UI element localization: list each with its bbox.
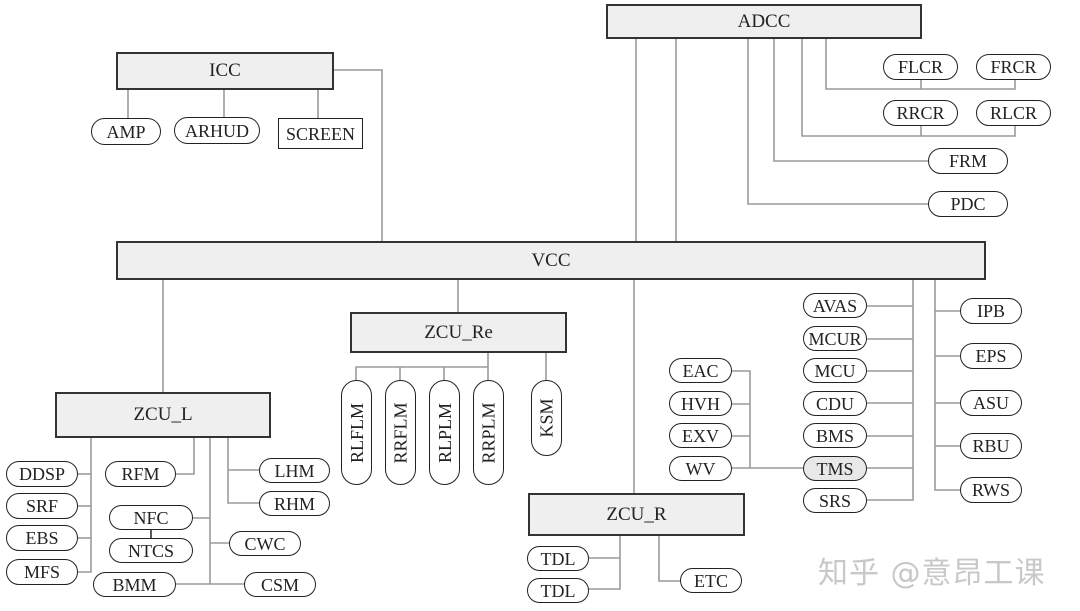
line-zcure-bus: [355, 353, 489, 380]
node-bms[interactable]: BMS: [803, 423, 867, 448]
zcu-l-controller[interactable]: ZCU_L: [55, 392, 271, 438]
node-screen[interactable]: SCREEN: [278, 118, 363, 149]
node-rlflm[interactable]: RLFLM: [341, 380, 372, 485]
line-adcc-rcr: [801, 38, 1016, 137]
node-nfc[interactable]: NFC: [109, 505, 193, 530]
node-rrplm[interactable]: RRPLM: [473, 380, 504, 485]
node-srs[interactable]: SRS: [803, 488, 867, 513]
rrplm-label: RRPLM: [478, 401, 499, 464]
node-rhm[interactable]: RHM: [259, 491, 330, 516]
node-hvh[interactable]: HVH: [669, 391, 732, 416]
line-zcur-etc: [658, 536, 680, 582]
zcu-l-label: ZCU_L: [133, 404, 193, 425]
node-tdl-2[interactable]: TDL: [527, 578, 589, 603]
node-mcur[interactable]: MCUR: [803, 326, 867, 351]
node-avas[interactable]: AVAS: [803, 293, 867, 318]
line-zculeft-rfm: [176, 437, 195, 475]
vcc-label: VCC: [531, 249, 571, 271]
node-ksm[interactable]: KSM: [531, 380, 562, 456]
vcc-controller[interactable]: VCC: [116, 241, 986, 280]
node-rws[interactable]: RWS: [960, 477, 1022, 503]
zcu-re-label: ZCU_Re: [424, 321, 493, 343]
node-rbu[interactable]: RBU: [960, 433, 1022, 459]
line-vcc-col2-bus: [934, 279, 960, 491]
node-rlcr[interactable]: RLCR: [976, 100, 1051, 126]
node-rlplm[interactable]: RLPLM: [429, 380, 460, 485]
line-thermal-tms: [732, 370, 803, 469]
icc-controller[interactable]: ICC: [116, 52, 334, 90]
node-bmm[interactable]: BMM: [93, 572, 176, 597]
ksm-label: KSM: [536, 398, 557, 438]
node-ddsp[interactable]: DDSP: [6, 461, 78, 487]
rrflm-label: RRFLM: [390, 401, 411, 464]
node-exv[interactable]: EXV: [669, 423, 732, 448]
node-frm[interactable]: FRM: [928, 148, 1008, 174]
line-zculeft-left-bus: [78, 437, 92, 573]
node-eps[interactable]: EPS: [960, 343, 1022, 369]
node-mcu[interactable]: MCU: [803, 358, 867, 383]
node-cwc[interactable]: CWC: [229, 531, 301, 556]
node-etc[interactable]: ETC: [680, 568, 742, 593]
node-ipb[interactable]: IPB: [960, 298, 1022, 324]
node-amp[interactable]: AMP: [91, 118, 161, 145]
adcc-label: ADCC: [737, 10, 791, 32]
node-ntcs[interactable]: NTCS: [109, 538, 193, 563]
line-icc-vcc: [334, 69, 383, 242]
rlplm-label: RLPLM: [434, 402, 455, 463]
watermark-text: 知乎 @意昂工课: [818, 556, 1046, 591]
node-rfm[interactable]: RFM: [105, 461, 176, 487]
line-zculeft-rhm: [227, 437, 260, 504]
node-rrcr[interactable]: RRCR: [883, 100, 958, 126]
node-tms[interactable]: TMS: [803, 456, 867, 481]
node-cdu[interactable]: CDU: [803, 391, 867, 416]
node-rrflm[interactable]: RRFLM: [385, 380, 416, 485]
rlflm-label: RLFLM: [346, 402, 367, 463]
node-asu[interactable]: ASU: [960, 390, 1022, 416]
node-tdl-1[interactable]: TDL: [527, 546, 589, 571]
line-adcc-pdc: [747, 38, 940, 205]
adcc-controller[interactable]: ADCC: [606, 4, 922, 39]
node-srf[interactable]: SRF: [6, 493, 78, 519]
zcu-re-controller[interactable]: ZCU_Re: [350, 312, 567, 353]
node-wv[interactable]: WV: [669, 456, 732, 481]
line-adcc-frm: [773, 38, 940, 162]
line-zcur-tdl: [588, 536, 621, 590]
node-frcr[interactable]: FRCR: [976, 54, 1051, 80]
icc-label: ICC: [209, 60, 241, 81]
node-flcr[interactable]: FLCR: [883, 54, 958, 80]
node-eac[interactable]: EAC: [669, 358, 732, 383]
node-lhm[interactable]: LHM: [259, 458, 330, 483]
node-arhud[interactable]: ARHUD: [174, 117, 260, 144]
node-ebs[interactable]: EBS: [6, 525, 78, 551]
node-mfs[interactable]: MFS: [6, 559, 78, 585]
line-vcc-col1-bus: [867, 279, 914, 501]
node-csm[interactable]: CSM: [244, 572, 316, 597]
node-pdc[interactable]: PDC: [928, 191, 1008, 217]
zcu-r-label: ZCU_R: [606, 503, 667, 525]
zcu-r-controller[interactable]: ZCU_R: [528, 493, 745, 536]
